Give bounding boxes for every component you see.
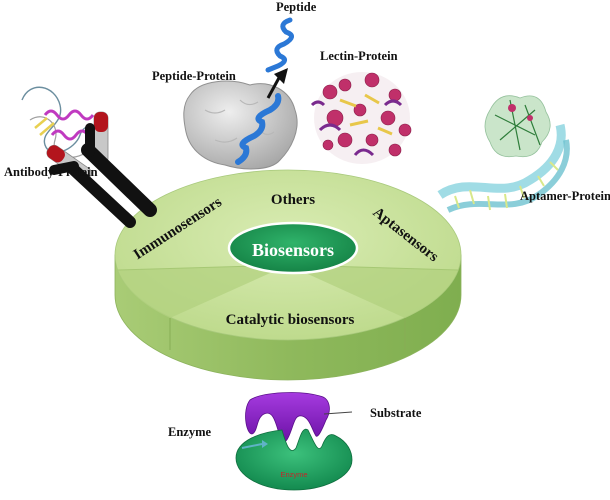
substrate-shape [245,392,330,443]
label-enzyme: Enzyme [168,425,212,439]
antibody-illustration [21,86,157,228]
release-arrow [266,75,282,99]
antibody-black-stem-2 [66,162,136,228]
antibody-strand-yellow [34,117,55,136]
enzyme-shape [235,428,353,491]
peptide-helix-free [265,17,294,73]
peptide-helix-bound [235,93,282,165]
enzyme-inner-label: Enzyme [280,470,307,479]
antibody-black-arm-2 [49,161,79,175]
label-aptamer-protein: Aptamer-Protein [520,189,610,203]
label-peptide: Peptide [276,0,317,14]
antibody-arm-right-tip [94,112,108,132]
label-substrate: Substrate [370,406,422,420]
lectin-strands-yellow [339,93,393,136]
label-antibody-protein: Antibody-Protein [4,165,98,179]
center-ellipse [227,221,359,275]
enzyme-pointer [241,443,263,449]
antibody-black-stem [81,143,157,217]
substrate-pointer [323,411,353,415]
antibody-arm-left-tip [46,145,65,163]
sector-label-others: Others [271,192,315,208]
antibody-helix-magenta [43,109,95,121]
label-peptide-protein: Peptide-Protein [152,69,236,83]
aptamer-dna-helix [437,123,566,199]
protein-surface-texture [204,99,275,143]
lectin-ribbons-purple [310,99,403,157]
sector-shade-left [118,265,288,318]
sector-label-catalytic: Catalytic biosensors [226,312,355,328]
lectin-spheres [322,72,412,157]
center-label: Biosensors [252,240,334,260]
lectin-protein-illustration [310,72,412,164]
protein-surface [183,80,298,170]
aptamer-red-dot-2 [527,115,533,121]
enzyme-substrate-illustration: Enzyme [235,392,353,491]
antibody-helix-magenta-2 [50,129,90,141]
enzyme-pointer-head [262,440,268,448]
sector-shade-right [288,265,458,318]
aptamer-dna-rungs [454,161,559,211]
aptamer-protein-illustration [437,95,570,213]
aptamer-red-dot [508,104,516,112]
biosensor-disc: Biosensors Others Immunosensors Aptasens… [114,169,462,381]
release-arrow-head [274,68,288,84]
label-lectin-protein: Lectin-Protein [320,49,398,63]
peptide-protein-illustration [183,17,298,170]
aptamer-green-lines [494,99,541,151]
